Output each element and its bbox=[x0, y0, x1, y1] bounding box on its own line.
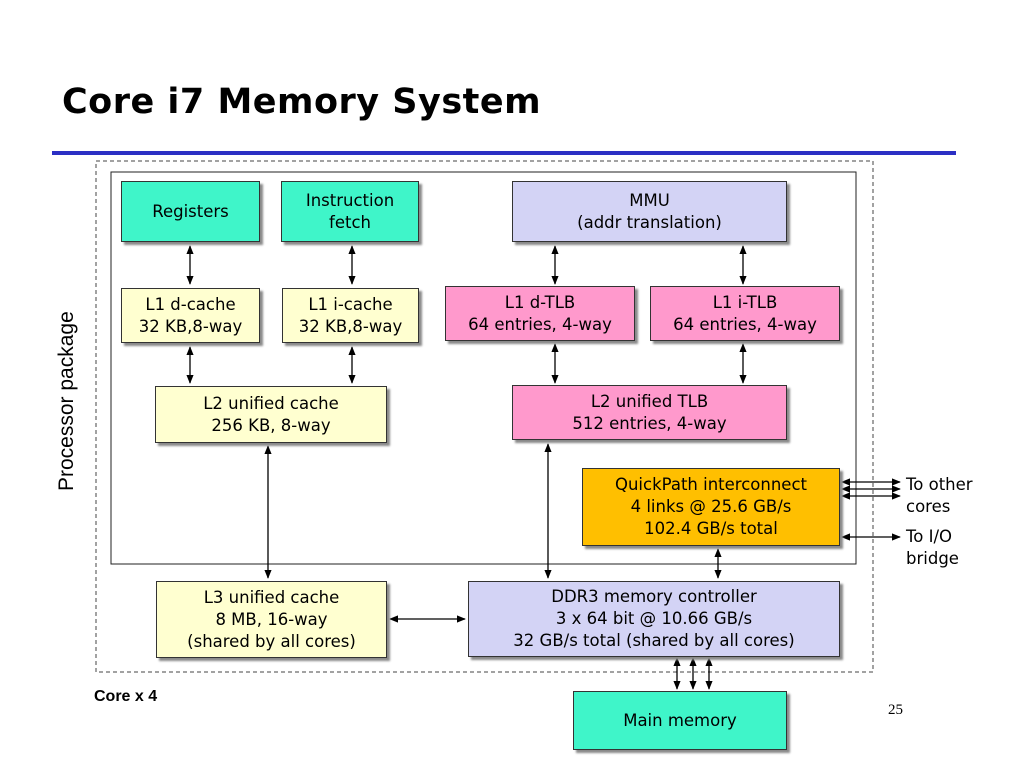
quickpath-interconnect-box: QuickPath interconnect 4 links @ 25.6 GB… bbox=[582, 468, 840, 546]
mmu-box: MMU (addr translation) bbox=[512, 181, 787, 242]
registers-box: Registers bbox=[121, 181, 260, 242]
core-outline bbox=[110, 171, 857, 565]
main-memory-box: Main memory bbox=[573, 691, 787, 750]
l2-unified-tlb-box: L2 unified TLB 512 entries, 4-way bbox=[512, 385, 787, 440]
l2-unified-cache-box: L2 unified cache 256 KB, 8-way bbox=[155, 386, 387, 443]
processor-package-outline bbox=[95, 160, 874, 673]
to-other-cores-label: To other cores bbox=[906, 475, 973, 516]
page-number: 25 bbox=[888, 702, 903, 718]
processor-package-label: Processor package bbox=[55, 311, 78, 491]
l3-unified-cache-box: L3 unified cache 8 MB, 16-way (shared by… bbox=[156, 581, 387, 658]
ddr3-memory-controller-box: DDR3 memory controller 3 x 64 bit @ 10.6… bbox=[468, 581, 840, 657]
l1-itlb-box: L1 i-TLB 64 entries, 4-way bbox=[650, 286, 840, 341]
title-rule bbox=[52, 151, 956, 155]
l1-dcache-box: L1 d-cache 32 KB,8-way bbox=[121, 288, 260, 343]
to-io-bridge-label: To I/O bridge bbox=[906, 527, 959, 568]
l1-dtlb-box: L1 d-TLB 64 entries, 4-way bbox=[445, 286, 635, 341]
instruction-fetch-box: Instruction fetch bbox=[281, 181, 419, 242]
core-count-label: Core x 4 bbox=[94, 688, 158, 705]
slide-title: Core i7 Memory System bbox=[62, 82, 542, 122]
l1-icache-box: L1 i-cache 32 KB,8-way bbox=[282, 288, 419, 343]
